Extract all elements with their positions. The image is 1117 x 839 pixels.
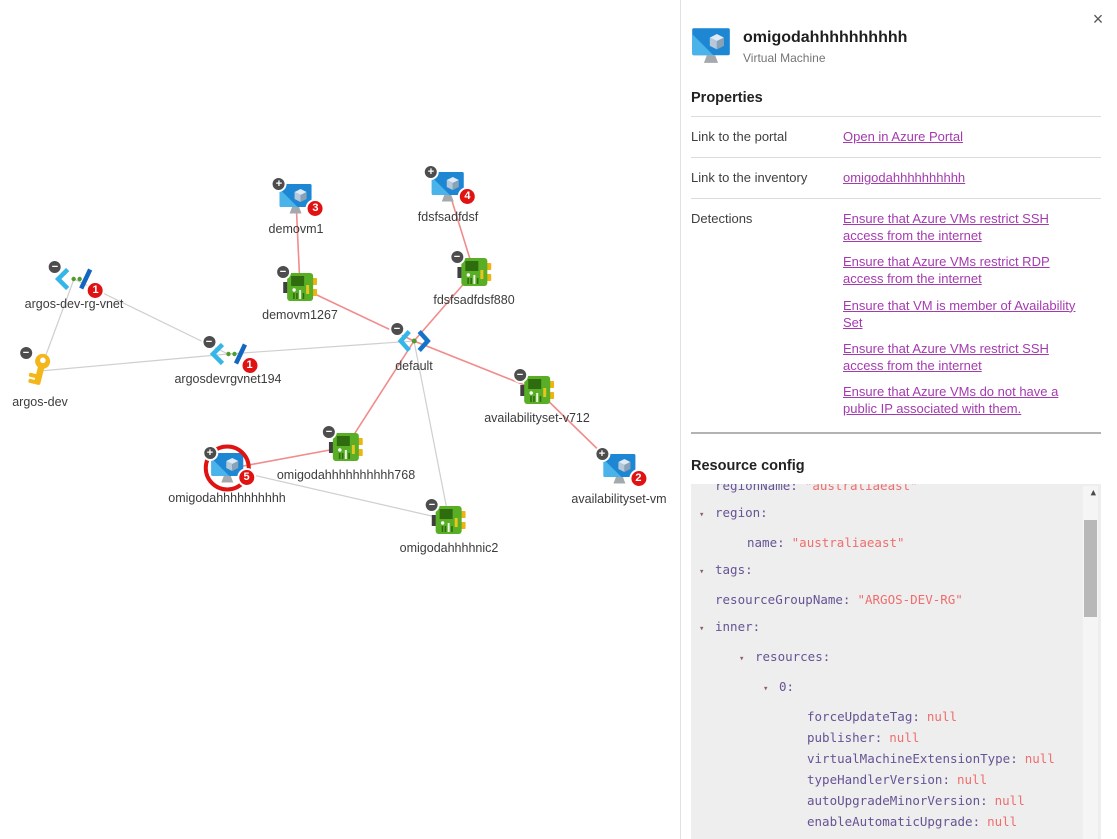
graph-node-demovm1267[interactable]: − demovm1267 (262, 264, 338, 323)
node-label: omigodahhhhhhhhhh768 (276, 468, 416, 482)
node-label: fdsfsadfdsf (417, 210, 479, 224)
detection-count-badge: 4 (457, 187, 477, 206)
selection-ring (203, 444, 251, 492)
node-label: availabilityset-v712 (484, 411, 590, 425)
node-label: demovm1 (268, 222, 324, 236)
detection-count-badge: 5 (237, 468, 256, 487)
graph-node-fdsfsadfdsf[interactable]: + 4 fdsfsadfdsf (417, 164, 479, 225)
resource-config-heading: Resource config (691, 457, 805, 474)
graph-node-omigodahhhhnic2[interactable]: − omigodahhhhnic2 (399, 497, 499, 556)
portal-row: Link to the portal Open in Azure Portal (691, 116, 1101, 157)
collapse-icon[interactable]: − (511, 367, 528, 383)
close-icon[interactable]: × (1087, 8, 1109, 30)
node-label: omigodahhhhhhhhhh (168, 491, 286, 505)
tree-collapse-icon[interactable]: ▾ (699, 623, 705, 634)
resource-type-label: Virtual Machine (743, 51, 826, 65)
collapse-icon[interactable]: − (389, 321, 405, 337)
graph-node-argosdevrgvnet194[interactable]: − 1 argosdevrgvnet194 (174, 334, 282, 387)
inventory-row: Link to the inventory omigodahhhhhhhhhh (691, 157, 1101, 198)
graph-node-argos-dev-rg-vnet[interactable]: − 1 argos-dev-rg-vnet (24, 259, 124, 312)
graph-node-availabilityset-v712[interactable]: − availabilityset-v712 (484, 367, 590, 426)
inventory-label: Link to the inventory (691, 170, 808, 185)
page-title: omigodahhhhhhhhhh (743, 29, 908, 46)
collapse-icon[interactable]: − (47, 259, 63, 275)
graph-node-omigodahhhhhhhhhh768[interactable]: − omigodahhhhhhhhhh768 (276, 424, 416, 483)
node-label: argos-dev (12, 395, 68, 409)
detections-label: Detections (691, 211, 753, 226)
properties-heading: Properties (691, 90, 763, 106)
collapse-icon[interactable]: − (423, 497, 440, 513)
node-label: availabilityset-vm (571, 492, 667, 506)
collapse-icon[interactable]: − (275, 264, 291, 280)
detection-link[interactable]: Ensure that VM is member of Availability… (843, 297, 1076, 330)
portal-label: Link to the portal (691, 129, 788, 144)
panel-header: omigodahhhhhhhhhh Virtual Machine (691, 28, 1101, 66)
graph-node-argos-dev[interactable]: − argos-dev (12, 345, 68, 410)
collapse-icon[interactable]: − (201, 334, 217, 350)
tree-collapse-icon[interactable]: ▾ (699, 509, 705, 520)
graph-node-fdsfsadfdsf880[interactable]: − fdsfsadfdsf880 (433, 249, 515, 308)
node-label: argosdevrgvnet194 (174, 372, 282, 386)
detection-count-badge: 3 (305, 199, 325, 218)
json-tree: regionName:"australiaeast" ▾region: name… (699, 483, 1055, 829)
expand-icon[interactable]: + (422, 164, 439, 180)
resource-config-viewer[interactable]: regionName:"australiaeast" ▾region: name… (691, 483, 1101, 839)
detection-link[interactable]: Ensure that Azure VMs restrict SSH acces… (843, 340, 1049, 374)
detection-link[interactable]: Ensure that Azure VMs restrict RDP acces… (843, 254, 1050, 287)
expand-icon[interactable]: + (202, 445, 218, 461)
detection-link[interactable]: Ensure that Azure VMs do not have a publ… (843, 384, 1059, 417)
node-label: demovm1267 (262, 308, 338, 322)
expand-icon[interactable]: + (593, 446, 610, 462)
graph-node-omigodahhhhhhhhhh-selected[interactable]: + 5 omigodahhhhhhhhhh (168, 444, 286, 506)
detection-count-badge: 1 (240, 356, 259, 375)
scrollbar-thumb[interactable] (1084, 519, 1097, 617)
tree-collapse-icon[interactable]: ▾ (763, 683, 769, 694)
collapse-icon[interactable]: − (18, 345, 34, 361)
virtual-machine-icon (691, 28, 731, 66)
details-panel: × omigodahhhhhhhhhh Virtual Machine Prop… (680, 0, 1117, 839)
graph-node-demovm1[interactable]: + 3 demovm1 (268, 176, 325, 237)
detection-link[interactable]: Ensure that Azure VMs restrict SSH acces… (843, 211, 1049, 244)
detection-count-badge: 2 (628, 469, 648, 488)
detections-row: Detections Ensure that Azure VMs restric… (691, 198, 1101, 434)
graph-node-default[interactable]: − default (389, 321, 433, 374)
node-label: fdsfsadfdsf880 (433, 293, 515, 307)
scroll-up-icon[interactable]: ▲ (1090, 487, 1096, 498)
topology-graph[interactable]: + 3 demovm1 + 4 fdsfsadfdsf − demovm1267… (0, 0, 680, 839)
node-label: omigodahhhhnic2 (399, 541, 499, 555)
collapse-icon[interactable]: − (449, 249, 465, 265)
inventory-link[interactable]: omigodahhhhhhhhhh (843, 170, 966, 185)
node-label: default (395, 359, 433, 373)
graph-node-availabilityset-vm[interactable]: + 2 availabilityset-vm (571, 446, 667, 507)
detection-count-badge: 1 (86, 281, 105, 300)
node-label: argos-dev-rg-vnet (24, 297, 124, 311)
expand-icon[interactable]: + (270, 176, 287, 192)
collapse-icon[interactable]: − (320, 424, 337, 440)
tree-collapse-icon[interactable]: ▾ (699, 566, 705, 577)
tree-collapse-icon[interactable]: ▾ (739, 653, 745, 664)
portal-link[interactable]: Open in Azure Portal (843, 129, 963, 144)
